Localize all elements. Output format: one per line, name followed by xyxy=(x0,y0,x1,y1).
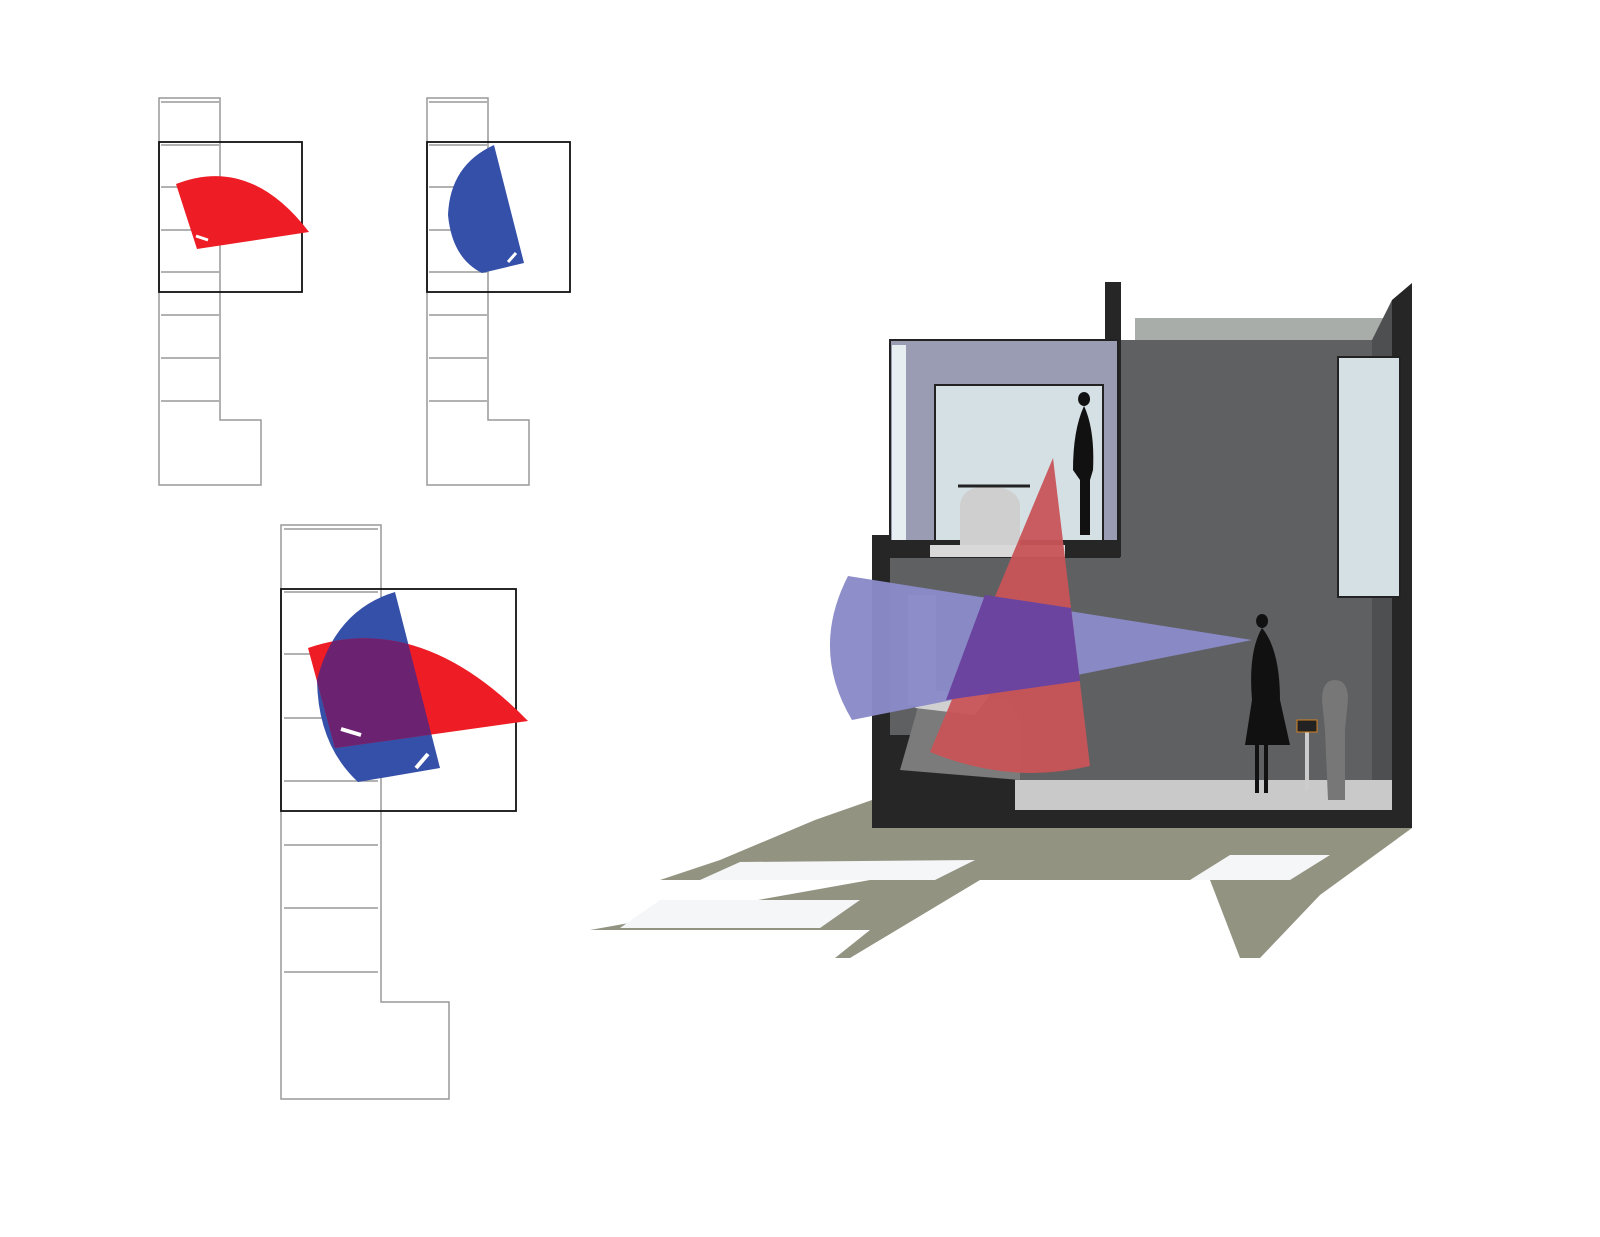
overlap-sector xyxy=(317,638,440,748)
stair-outline xyxy=(158,97,262,486)
building-section xyxy=(590,282,1412,958)
view-cones xyxy=(829,458,1252,773)
stand-tray xyxy=(1296,719,1318,733)
viewer-marker xyxy=(506,252,518,263)
person-upper-silhouette xyxy=(1073,392,1094,535)
viewer-marker xyxy=(195,234,209,242)
view-frame xyxy=(158,141,303,293)
red-view-sector xyxy=(176,176,309,249)
stand xyxy=(1305,730,1309,790)
view-frame xyxy=(426,141,571,293)
stair-treads xyxy=(429,101,487,402)
floor xyxy=(1000,780,1392,810)
blue-view-sector xyxy=(448,145,524,273)
view-frame xyxy=(280,588,517,812)
overlap-cone xyxy=(946,595,1080,700)
stair-outline xyxy=(280,524,450,1100)
upper-left-glass xyxy=(892,345,906,540)
viewer-marker xyxy=(340,727,362,737)
tall-window xyxy=(1337,356,1401,598)
plan-red-view xyxy=(158,97,309,486)
plan-blue-view xyxy=(426,97,571,486)
stair-treads xyxy=(161,101,219,402)
roof-parapet xyxy=(1135,318,1392,340)
shadow-light-patches xyxy=(620,855,1330,928)
viewer-marker xyxy=(414,752,430,770)
stair-outline xyxy=(426,97,530,486)
dentist-chair xyxy=(1322,680,1348,800)
plan-combined-view xyxy=(280,524,528,1100)
chair xyxy=(960,486,1020,545)
mannequin-silhouette xyxy=(1245,614,1290,793)
